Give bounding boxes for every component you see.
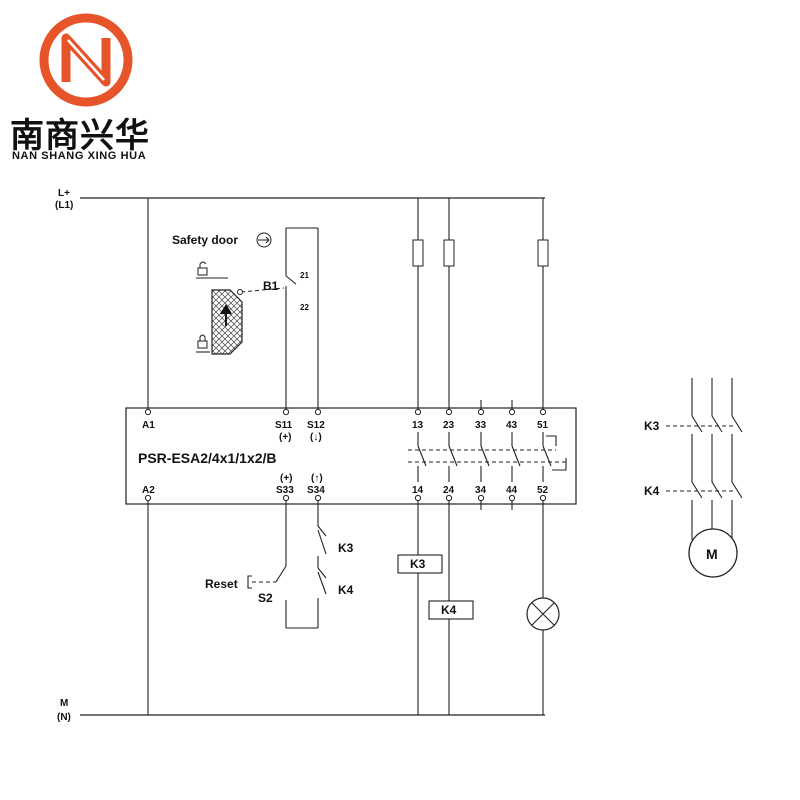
reset-label: Reset [205,577,238,591]
label-34: 34 [475,485,487,496]
internal-contacts [408,432,567,482]
b1-label: B1 [263,279,279,293]
s2-label: S2 [258,591,273,605]
b1-contact-top: 21 [300,271,309,280]
terminal-34 [477,494,485,502]
terminal-14 [414,494,422,502]
lock-icon [197,334,208,349]
b1-contact-bottom: 22 [300,303,309,312]
b1-contact-blade [285,275,297,285]
k4-coil [428,600,474,620]
label-23: 23 [443,420,455,431]
neutral-rail-sub: (N) [57,712,71,723]
terminal-a2 [144,494,152,502]
k3-contact-blade [317,529,327,555]
terminal-44 [508,494,516,502]
label-24: 24 [443,485,455,496]
reset-k3-label: K3 [338,541,354,555]
label-44: 44 [506,485,518,496]
label-33: 33 [475,420,487,431]
motor-label: M [706,546,718,562]
label-43: 43 [506,420,518,431]
motor-icon [688,528,738,578]
neutral-rail-label: M [60,698,68,709]
label-s11: S11 [275,420,293,431]
motor-k4-label: K4 [644,484,660,498]
k4-contact-blade [317,571,327,595]
brand-name-cn: 南商兴华 [10,116,150,156]
terminal-s11 [282,408,290,416]
b1-actuator-pin [237,289,243,295]
terminal-33 [477,408,485,416]
terminal-51 [539,408,547,416]
brand-logo-icon [39,13,133,107]
b1-housing [286,228,320,308]
s2-contact [275,565,287,583]
label-s33: S33 [276,485,294,496]
label-13: 13 [412,420,424,431]
brand-name-en: NAN SHANG XING HUA [12,150,147,162]
label-a1: A1 [142,420,155,431]
reset-button-icon [247,575,252,589]
door-position-icon [256,232,272,248]
label-s12-sign: (↓) [310,432,322,443]
label-s12: S12 [307,420,325,431]
label-14: 14 [412,485,424,496]
terminal-s12 [314,408,322,416]
safety-door-label: Safety door [172,233,238,247]
label-52: 52 [537,485,549,496]
fuse-13 [412,239,424,267]
motor-circuit [666,378,743,540]
k4-coil-label: K4 [441,603,457,617]
label-s11-sign: (+) [279,432,292,443]
label-51: 51 [537,420,549,431]
terminal-s34 [314,494,322,502]
b1-actuator-link [240,287,285,293]
terminal-13 [414,408,422,416]
terminal-43 [508,408,516,416]
k4-contact-top [317,567,327,579]
terminal-23 [445,408,453,416]
reset-k4-label: K4 [338,583,354,597]
terminal-24 [445,494,453,502]
terminal-a1 [144,408,152,416]
label-s33-sign: (+) [280,473,293,484]
unlock-icon [197,261,208,276]
label-s34: S34 [307,485,325,496]
module-name: PSR-ESA2/4x1/1x2/B [138,450,277,466]
fuse-51 [537,239,549,267]
positive-rail-label: L+ [58,188,70,199]
k3-contact-top [317,525,327,537]
signal-lamp-icon [526,597,560,631]
terminal-52 [539,494,547,502]
label-s34-sign: (↑) [311,473,323,484]
k3-coil-label: K3 [410,557,426,571]
door-arrow-icon [220,304,232,326]
motor-k3-label: K3 [644,419,660,433]
terminal-s33 [282,494,290,502]
positive-rail-sub: (L1) [55,200,73,211]
fuse-23 [443,239,455,267]
k3-coil [397,554,443,574]
label-a2: A2 [142,485,155,496]
relay-module [125,407,577,505]
